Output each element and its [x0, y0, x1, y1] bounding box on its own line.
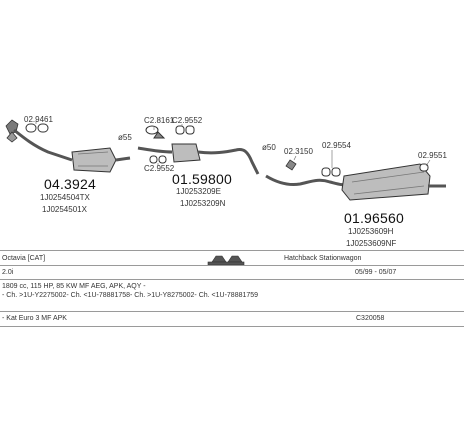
- middle-silencer: [137, 143, 260, 175]
- front-pipe-catalyst: [13, 128, 131, 173]
- engine-specification: 1809 cc, 115 HP, 85 KW MF AEG, APK, AQY …: [2, 283, 146, 290]
- rubber-ring-pair: [25, 123, 49, 133]
- part-reference: 1J0254501X: [42, 205, 87, 214]
- vehicle-model: Octavia [CAT]: [2, 255, 46, 262]
- callout-label: 02.9554: [322, 141, 351, 150]
- leader-lines: [35, 120, 431, 168]
- engine-size: 2.0i: [2, 269, 14, 276]
- chassis-range: - Ch. >1U-Y2275002- Ch. <1U-78881758- Ch…: [2, 292, 259, 299]
- middle-clamp-hardware: [145, 125, 195, 164]
- rear-silencer: [341, 163, 446, 201]
- divider: [0, 326, 464, 327]
- divider: [0, 311, 464, 312]
- divider: [0, 279, 464, 280]
- kit-code: C320058: [356, 315, 385, 322]
- callout-label: C2.8161: [144, 116, 175, 125]
- callout-label: ø50: [262, 143, 276, 152]
- part-number: 04.3924: [44, 176, 97, 192]
- part-number: 01.59800: [172, 171, 232, 187]
- callout-label: 02.3150: [284, 147, 313, 156]
- divider: [0, 250, 464, 251]
- part-reference: 1J0254504TX: [40, 193, 90, 202]
- vehicle-body-icon: [207, 255, 245, 266]
- rear-pipe: [265, 159, 351, 187]
- vehicle-body-type: Hatchback Stationwagon: [284, 255, 362, 262]
- part-reference: 1J0253609NF: [346, 239, 397, 248]
- callout-label: ø55: [118, 133, 132, 142]
- production-years: 05/99 - 05/07: [355, 269, 397, 276]
- callout-label: C2.9552: [144, 164, 175, 173]
- part-reference: 1J0253209N: [180, 199, 226, 208]
- part-reference: 1J0253609H: [348, 227, 394, 236]
- divider: [0, 265, 464, 266]
- part-reference: 1J0253209E: [176, 187, 221, 196]
- part-number: 01.96560: [344, 210, 404, 226]
- callout-label: 02.9551: [418, 151, 447, 160]
- callout-label: C2.9552: [172, 116, 203, 125]
- kit-description: - Kat Euro 3 MF APK: [2, 315, 67, 322]
- callout-label: 02.9461: [24, 115, 53, 124]
- front-mount-bracket: [5, 119, 19, 143]
